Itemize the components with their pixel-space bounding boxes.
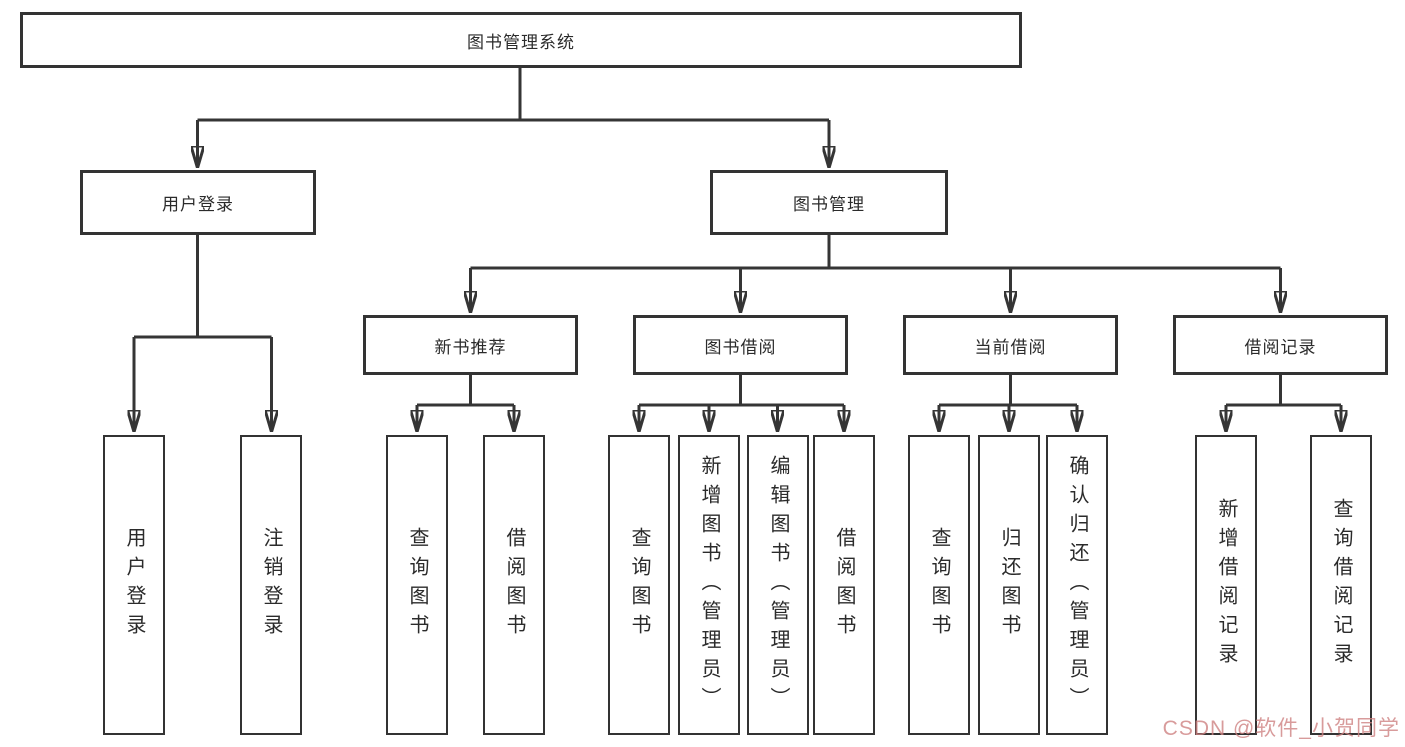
leaf-query-books-current: 查询图书 — [908, 435, 970, 735]
leaf-query-books-borrow: 查询图书 — [608, 435, 670, 735]
node-borrowing-records: 借阅记录 — [1173, 315, 1388, 375]
leaf-query-books-recommend: 查询图书 — [386, 435, 448, 735]
leaf-borrow-books-recommend: 借阅图书 — [483, 435, 545, 735]
leaf-edit-books-admin: 编辑图书（管理员） — [747, 435, 809, 735]
leaf-add-books-admin: 新增图书（管理员） — [678, 435, 740, 735]
csdn-watermark: CSDN @软件_小贺同学 — [1162, 717, 1400, 740]
node-book-management: 图书管理 — [710, 170, 948, 235]
node-current-borrowing: 当前借阅 — [903, 315, 1118, 375]
leaf-logout: 注销登录 — [240, 435, 302, 735]
node-new-book-recommendation: 新书推荐 — [363, 315, 578, 375]
leaf-confirm-return-admin: 确认归还（管理员） — [1046, 435, 1108, 735]
leaf-user-login: 用户登录 — [103, 435, 165, 735]
node-user-login: 用户登录 — [80, 170, 316, 235]
leaf-query-borrow-record: 查询借阅记录 — [1310, 435, 1372, 735]
leaf-add-borrow-record: 新增借阅记录 — [1195, 435, 1257, 735]
node-book-borrowing: 图书借阅 — [633, 315, 848, 375]
leaf-borrow-books: 借阅图书 — [813, 435, 875, 735]
node-library-management-system: 图书管理系统 — [20, 12, 1022, 68]
leaf-return-books: 归还图书 — [978, 435, 1040, 735]
